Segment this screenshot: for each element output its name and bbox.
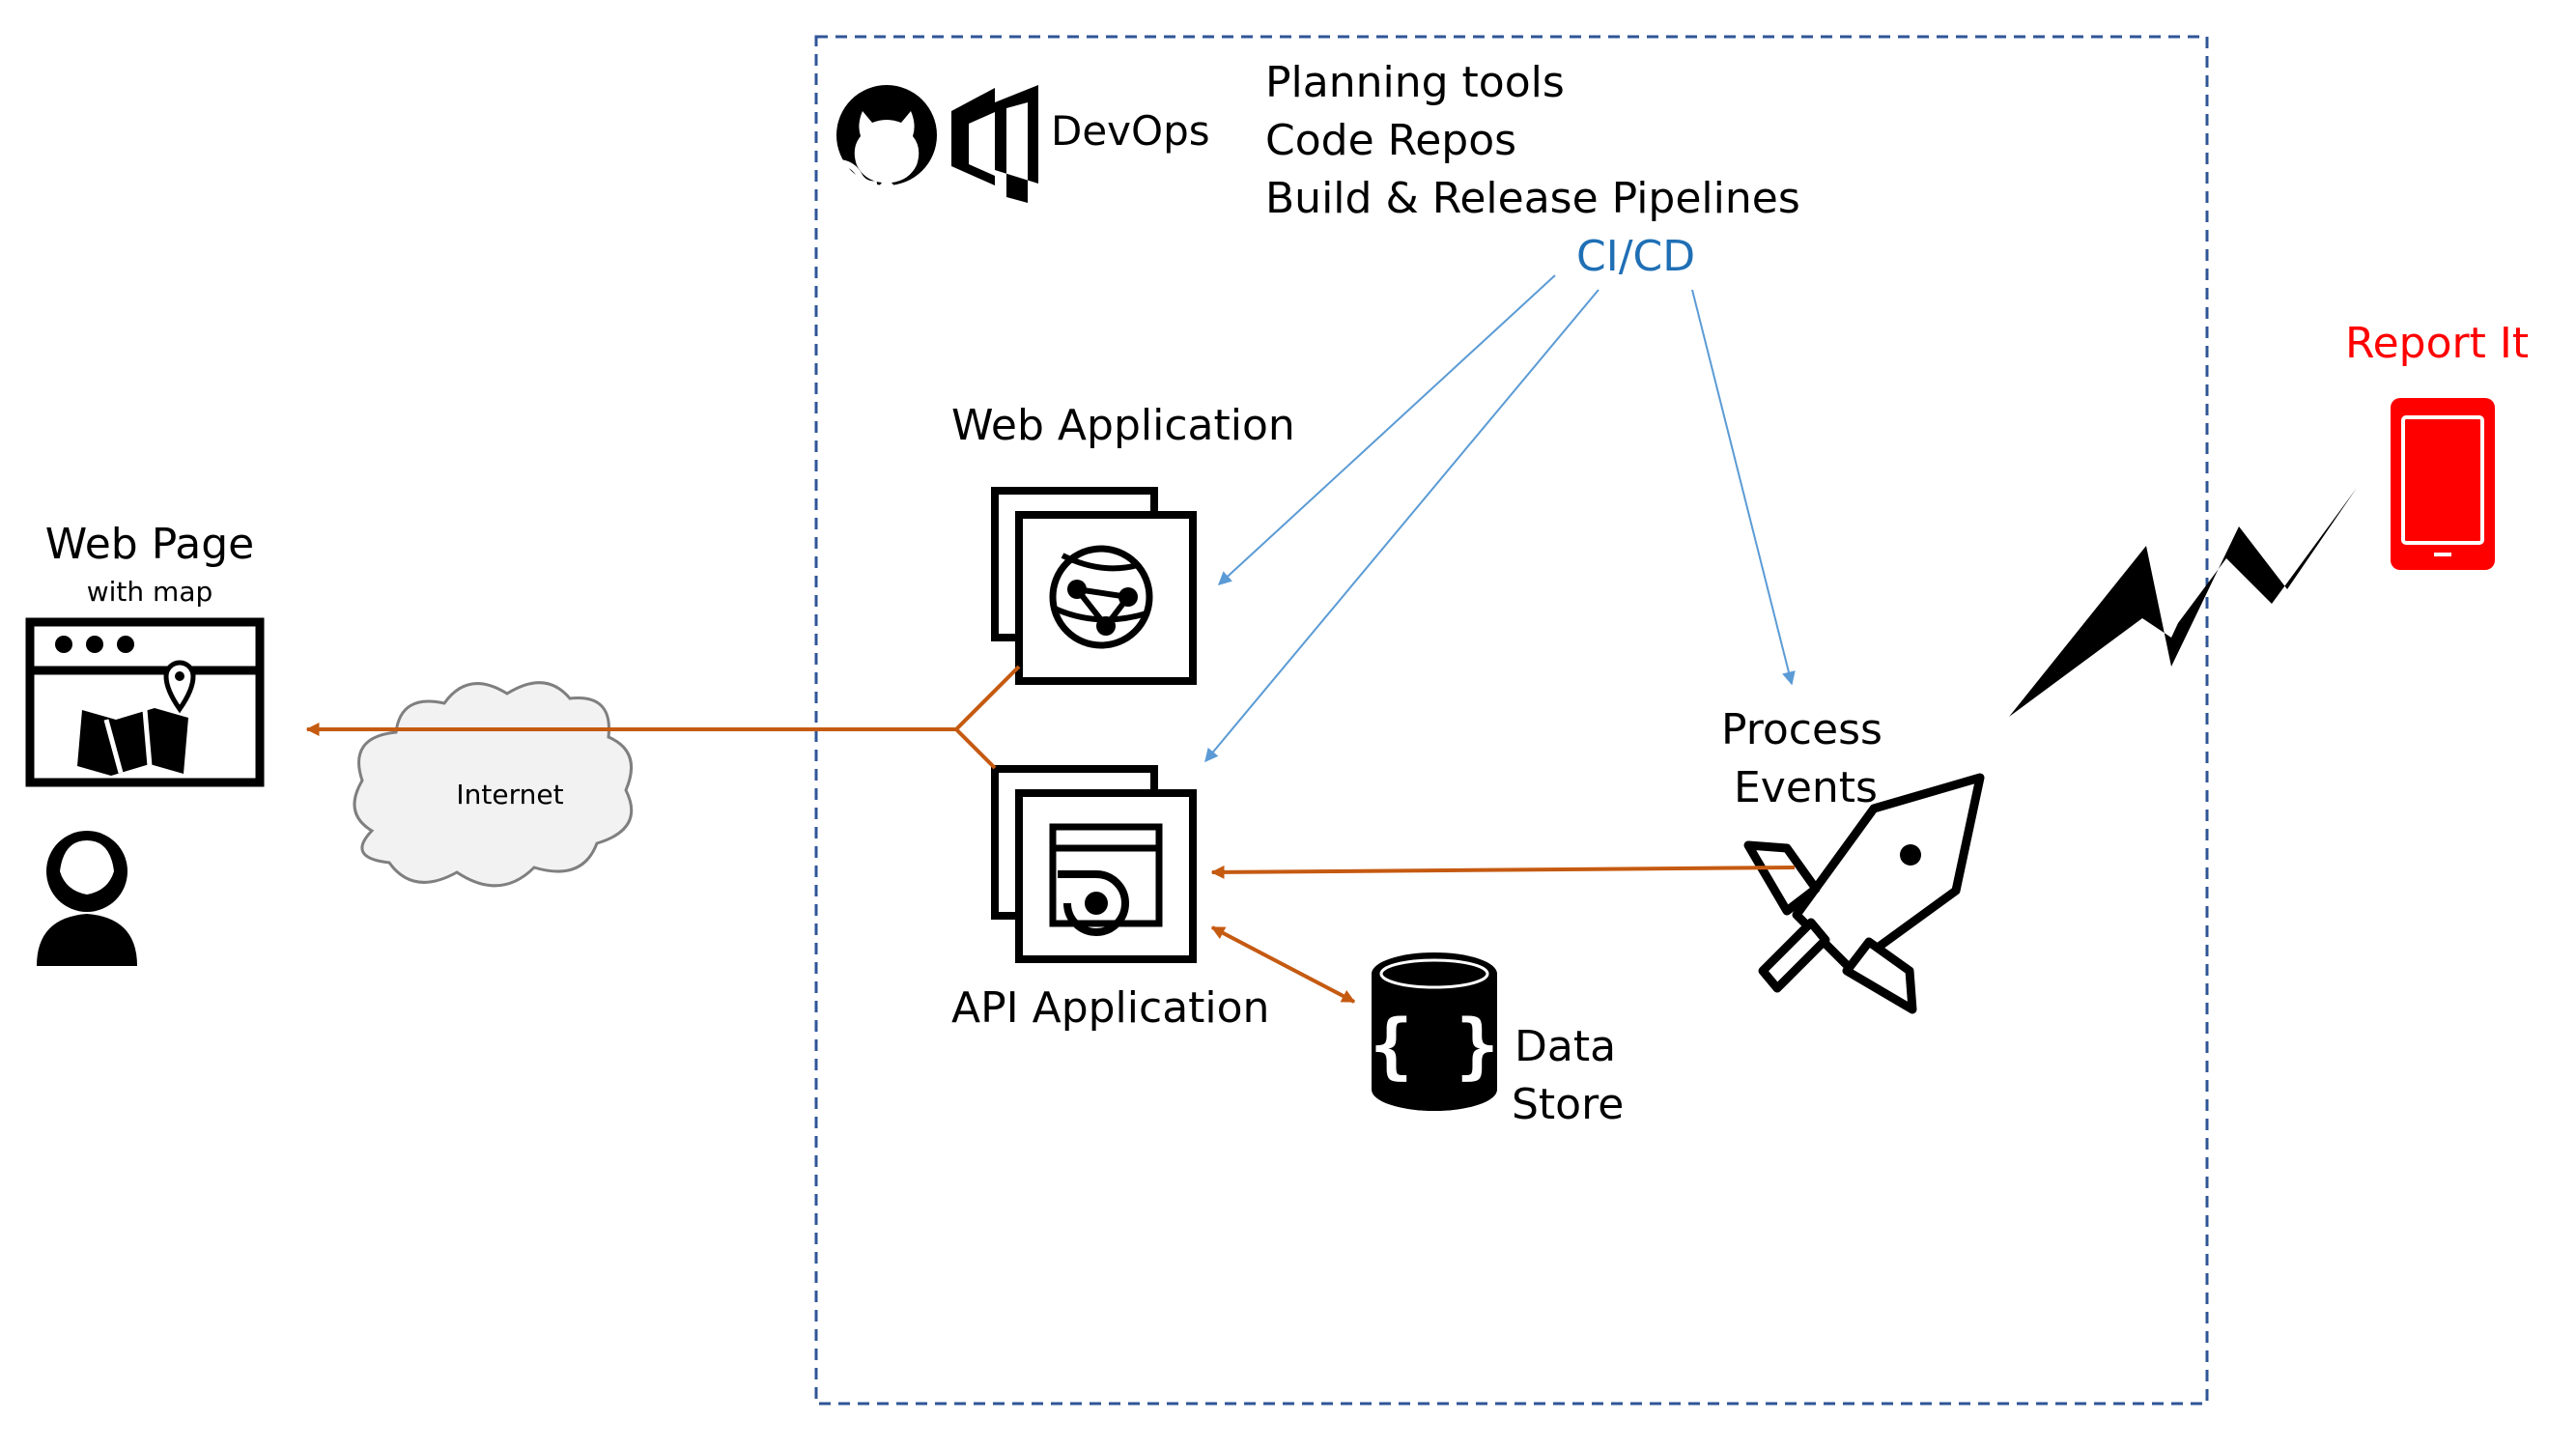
devops-boundary bbox=[814, 35, 2209, 1406]
flow-arrows bbox=[305, 665, 1796, 1004]
cicd-label: CI/CD bbox=[1576, 232, 1695, 281]
cloud-icon bbox=[353, 681, 634, 888]
api-app-label: API Application bbox=[951, 983, 1269, 1033]
devops-title: DevOps bbox=[1051, 107, 1210, 155]
devops-tool-planning: Planning tools bbox=[1265, 58, 1565, 107]
report-label: Report It bbox=[2345, 319, 2529, 368]
github-icon bbox=[836, 85, 937, 215]
user-icon bbox=[37, 831, 137, 966]
web-page-title: Web Page bbox=[45, 520, 254, 569]
browser-map-icon bbox=[25, 617, 265, 787]
devops-tool-pipelines: Build & Release Pipelines bbox=[1265, 174, 1800, 223]
process-label-line1: Process bbox=[1721, 705, 1882, 754]
process-label-line2: Events bbox=[1734, 763, 1878, 812]
web-app-label: Web Application bbox=[951, 401, 1295, 450]
phone-icon bbox=[2391, 398, 2495, 570]
cicd-arrows bbox=[1204, 274, 1796, 763]
devops-tool-repos: Code Repos bbox=[1265, 116, 1516, 165]
web-page-subtitle: with map bbox=[87, 576, 213, 608]
data-store-label-line1: Data bbox=[1514, 1022, 1616, 1071]
data-store-label-line2: Store bbox=[1512, 1080, 1624, 1129]
azure-devops-icon bbox=[951, 85, 1038, 203]
svg-text:{ }: { } bbox=[1370, 1005, 1499, 1088]
internet-label: Internet bbox=[456, 779, 563, 810]
rocket-icon bbox=[1743, 773, 1985, 1014]
database-icon: { } bbox=[1370, 952, 1499, 1111]
api-app-icon bbox=[991, 765, 1197, 963]
lightning-icon bbox=[2009, 488, 2357, 717]
web-app-icon bbox=[991, 487, 1197, 685]
